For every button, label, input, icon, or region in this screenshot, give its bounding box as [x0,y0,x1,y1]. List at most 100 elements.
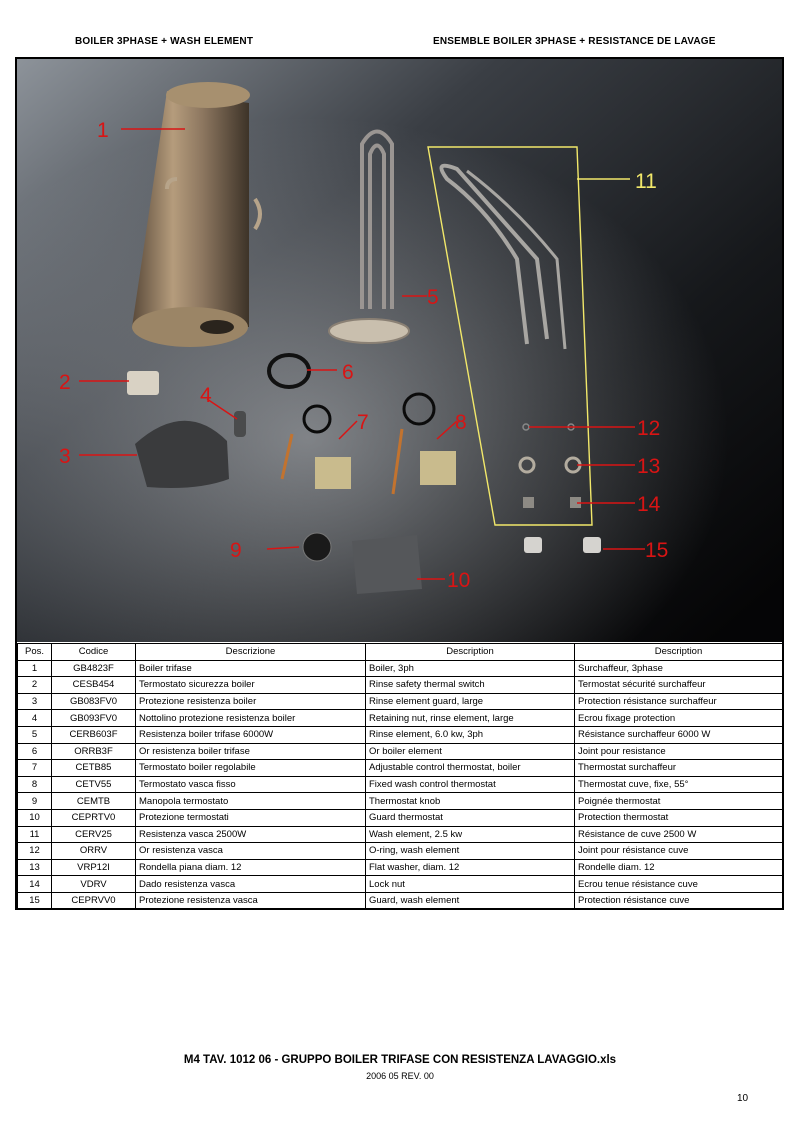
cell-description-fr: Rondelle diam. 12 [574,858,783,877]
cell-description-fr: Ecrou fixage protection [574,709,783,727]
part-3-guard [135,420,229,488]
cell-descrizione: Or resistenza vasca [135,842,366,860]
cell-description-en: Rinse element guard, large [365,692,575,711]
cell-descrizione: Rondella piana diam. 12 [135,858,366,877]
cell-descrizione: Protezione resistenza boiler [135,692,366,711]
cell-description-fr: Protection thermostat [574,808,783,827]
cell-descrizione: Termostato sicurezza boiler [135,676,366,694]
cell-description-fr: Résistance de cuve 2500 W [574,825,783,844]
cell-codice: ORRV [51,842,136,860]
cell-codice: CEPRTV0 [51,808,136,827]
cell-pos: 7 [17,759,52,777]
cell-codice: CEPRVV0 [51,891,136,910]
parts-12-15 [518,423,601,553]
cell-pos: 9 [17,792,52,810]
footer-title: M4 TAV. 1012 06 - GRUPPO BOILER TRIFASE … [183,1054,617,1066]
part-5-rinse-element [328,129,410,344]
photo-label-12: 12 [637,417,660,440]
cell-description-en: Fixed wash control thermostat [365,775,575,794]
cell-descrizione: Protezione termostati [135,808,366,827]
cell-descrizione: Termostato boiler regolabile [135,759,366,777]
cell-descrizione: Termostato vasca fisso [135,775,366,794]
cell-description-fr: Poignée thermostat [574,792,783,810]
cell-codice: CETB85 [51,759,136,777]
cell-description-en: Thermostat knob [365,792,575,810]
photo-label-13: 13 [637,455,660,478]
cell-descrizione: Dado resistenza vasca [135,875,366,893]
header-left-title: BOILER 3PHASE + WASH ELEMENT [75,36,254,47]
cell-descrizione: Resistenza vasca 2500W [135,825,366,844]
leader-lines [79,128,645,580]
cell-description-en: Rinse element, 6.0 kw, 3ph [365,725,575,744]
cell-pos: 5 [17,725,52,744]
cell-descrizione: Nottolino protezione resistenza boiler [135,709,366,727]
photo-label-2: 2 [59,371,71,394]
photo-label-11: 11 [635,170,657,193]
cell-pos: 12 [17,842,52,860]
cell-pos: 4 [17,709,52,727]
exploded-parts-photo: 1 2 3 4 5 6 7 8 9 10 11 12 13 14 15 [17,59,782,642]
footer-revision: 2006 05 REV. 00 [366,1071,434,1081]
cell-codice: ORRB3F [51,742,136,761]
cell-description-fr: Termostat sécurité surchaffeur [574,676,783,694]
part-7-thermostat [280,404,351,489]
cell-description-fr: Protection résistance surchaffeur [574,692,783,711]
table-header-row: Pos. Codice Descrizione Description Desc… [17,643,783,661]
photo-label-15: 15 [645,539,668,562]
cell-pos: 11 [17,825,52,844]
cell-codice: GB4823F [51,659,136,678]
photo-label-9: 9 [230,539,242,562]
cell-pos: 13 [17,858,52,877]
cell-description-en: Flat washer, diam. 12 [365,858,575,877]
photo-label-7: 7 [357,411,369,434]
cell-descrizione: Protezione resistenza vasca [135,891,366,910]
cell-codice: CEMTB [51,792,136,810]
parts-table: Pos. Codice Descrizione Description Desc… [17,643,783,910]
cell-codice: VDRV [51,875,136,893]
part-6-o-ring [267,353,311,389]
cell-pos: 3 [17,692,52,711]
cell-description-fr: Joint pour resistance [574,742,783,761]
part-4-nut [234,411,246,437]
cell-pos: 6 [17,742,52,761]
part-8-thermostat [391,392,456,495]
photo-label-1: 1 [97,119,109,142]
cell-description-en: O-ring, wash element [365,842,575,860]
photo-label-6: 6 [342,361,354,384]
cell-codice: GB093FV0 [51,709,136,727]
cell-description-fr: Surchaffeur, 3phase [574,659,783,678]
cell-descrizione: Or resistenza boiler trifase [135,742,366,761]
part-9-knob [302,532,332,562]
cell-codice: VRP12I [51,858,136,877]
cell-pos: 14 [17,875,52,893]
cell-codice: CESB454 [51,676,136,694]
cell-description-fr: Protection résistance cuve [574,891,783,910]
col-header-pos: Pos. [17,643,52,661]
cell-descrizione: Boiler trifase [135,659,366,678]
cell-pos: 10 [17,808,52,827]
cell-description-fr: Ecrou tenue résistance cuve [574,875,783,893]
cell-description-en: Guard, wash element [365,891,575,910]
cell-codice: CERB603F [51,725,136,744]
col-header-codice: Codice [51,643,136,661]
cell-description-fr: Thermostat cuve, fixe, 55° [574,775,783,794]
cell-codice: CETV55 [51,775,136,794]
cell-description-en: Or boiler element [365,742,575,761]
cell-codice: CERV25 [51,825,136,844]
cell-pos: 8 [17,775,52,794]
sheet-frame [15,57,784,910]
cell-description-en: Guard thermostat [365,808,575,827]
cell-description-en: Retaining nut, rinse element, large [365,709,575,727]
header-right-title: ENSEMBLE BOILER 3PHASE + RESISTANCE DE L… [433,36,716,47]
